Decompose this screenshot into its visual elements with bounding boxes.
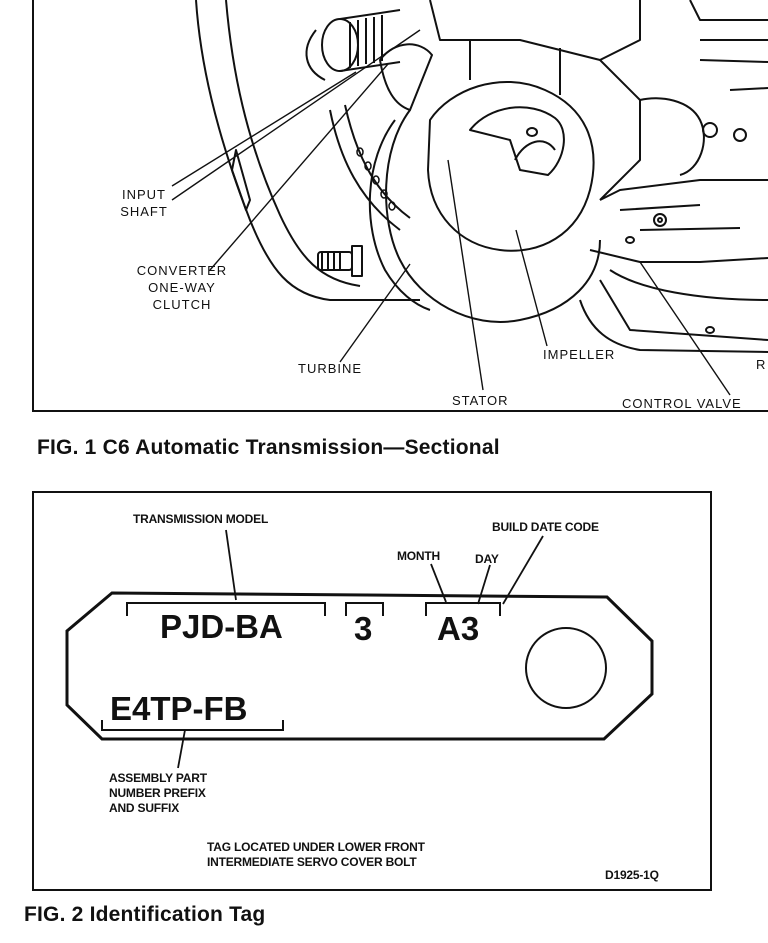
- tag-plate: [65, 591, 654, 741]
- turbine-shell: [385, 109, 601, 323]
- fig2-caption: FIG. 2 Identification Tag: [24, 903, 266, 926]
- input-shaft-spline: [305, 9, 401, 81]
- label-stator: STATOR: [452, 393, 509, 408]
- label-build-date-code: BUILD DATE CODE: [492, 520, 599, 534]
- fig1-frame: [32, 0, 768, 412]
- label-control-valve: CONTROL VALVE: [622, 396, 742, 411]
- label-input-shaft: INPUT SHAFT: [120, 187, 168, 219]
- tag-model-number: PJD-BA: [160, 608, 283, 645]
- tag-date-code: A3: [437, 610, 480, 647]
- label-assembly-part: ASSEMBLY PART NUMBER PREFIX AND SUFFIX: [109, 771, 207, 815]
- valve-body: [599, 179, 768, 201]
- label-impeller: IMPELLER: [543, 347, 616, 362]
- stud-bolt: [317, 245, 363, 277]
- label-cut-r: R: [756, 357, 767, 372]
- label-month: MONTH: [397, 549, 440, 563]
- fig1-caption: FIG. 1 C6 Automatic Transmission—Section…: [37, 436, 500, 459]
- tag-part-number: E4TP-FB: [110, 690, 248, 727]
- label-drawing-code: D1925-1Q: [605, 868, 659, 882]
- housing-flange: [225, 0, 361, 287]
- housing-outline: [195, 0, 420, 301]
- label-turbine: TURBINE: [298, 361, 363, 376]
- label-day: DAY: [475, 552, 499, 566]
- label-converter-clutch: CONVERTER ONE-WAY CLUTCH: [136, 263, 228, 312]
- label-tag-location: TAG LOCATED UNDER LOWER FRONT INTERMEDIA…: [207, 840, 425, 869]
- stator-body: [427, 81, 595, 252]
- label-transmission-model: TRANSMISSION MODEL: [133, 512, 269, 526]
- tag-mounting-hole: [525, 627, 607, 709]
- tag-digit: 3: [354, 610, 373, 647]
